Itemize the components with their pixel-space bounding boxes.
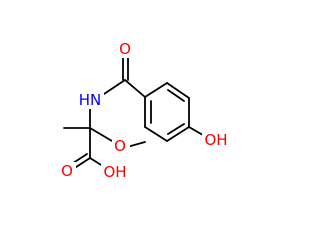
atom-labels: O HN O OH O OH	[58, 40, 230, 181]
phenol-oxygen-label: OH	[204, 131, 227, 149]
bond-c7-c8-inner	[167, 123, 185, 135]
acid-carbonyl-oxygen-label: O	[61, 162, 73, 180]
bond-c5-c6	[166, 82, 190, 99]
bonds	[63, 57, 209, 172]
bond-c4a-c4	[124, 79, 146, 98]
bond-c5-c6-inner	[167, 89, 185, 102]
acid-hydroxyl-oxygen-label: OH	[103, 163, 126, 181]
ring-oxygen-label: O	[114, 137, 126, 155]
bond-c2-o1	[89, 127, 113, 142]
bond-c4a-c5	[144, 82, 168, 98]
chemical-structure-diagram: O HN O OH O OH	[58, 40, 230, 181]
carbonyl-oxygen-label: O	[119, 40, 131, 58]
bond-c4-n3	[103, 79, 126, 95]
bond-c8-c8a	[144, 126, 168, 142]
bond-c7-c8	[166, 126, 190, 142]
amide-nitrogen-label: HN	[79, 91, 102, 109]
